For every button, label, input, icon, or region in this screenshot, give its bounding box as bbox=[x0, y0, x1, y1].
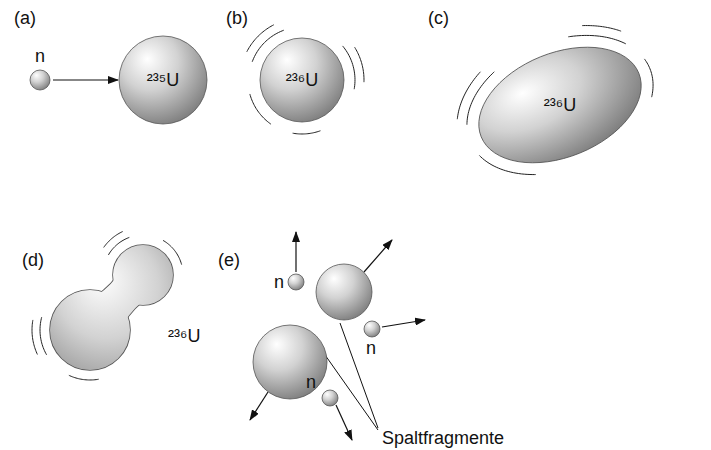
neutron-ball bbox=[322, 390, 338, 406]
neutron-ball bbox=[288, 274, 304, 290]
vibration-arc bbox=[69, 375, 99, 380]
motion-arrow bbox=[250, 392, 268, 420]
motion-arrow bbox=[364, 240, 392, 272]
leader-line bbox=[340, 323, 378, 428]
nucleus-label: ²³⁶U bbox=[286, 70, 318, 90]
panel-label: (b) bbox=[226, 8, 248, 28]
excited-nucleus: ²³⁶U bbox=[259, 37, 345, 123]
fission-fragment bbox=[316, 264, 372, 320]
neutron: n bbox=[28, 46, 52, 92]
panel-label: (e) bbox=[218, 250, 240, 270]
nucleus-label: n bbox=[35, 46, 45, 66]
motion-arrow bbox=[295, 232, 296, 272]
fragment-label: Spaltfragmente bbox=[382, 428, 504, 448]
necking-nucleus: ²³⁶U bbox=[45, 238, 225, 378]
uranium-nucleus: ²³⁵U bbox=[118, 35, 208, 125]
vibration-arc bbox=[40, 317, 47, 355]
vibration-arc bbox=[568, 35, 626, 43]
neutron-label: n bbox=[366, 338, 376, 358]
nucleus-label: ²³⁶U bbox=[168, 326, 200, 346]
panel-label: (a) bbox=[14, 8, 36, 28]
motion-arrow bbox=[336, 405, 352, 440]
nucleus-shape bbox=[45, 238, 225, 378]
vibration-arc bbox=[644, 59, 653, 97]
vibration-arc bbox=[247, 25, 274, 52]
neutron-label: n bbox=[274, 272, 284, 292]
neutron-ball bbox=[364, 321, 380, 337]
vibration-arc bbox=[32, 320, 37, 355]
deformed-nucleus: ²³⁶U bbox=[470, 48, 650, 162]
vibration-arc bbox=[355, 47, 364, 82]
vibration-arc bbox=[582, 26, 621, 32]
vibration-arc bbox=[343, 46, 355, 89]
neutron-label: n bbox=[306, 372, 316, 392]
nucleus-label: ²³⁵U bbox=[147, 70, 179, 90]
incident-neutron-arrow bbox=[53, 79, 118, 80]
panel-label: (d) bbox=[22, 250, 44, 270]
vibration-arc bbox=[457, 72, 480, 119]
nucleus-label: ²³⁶U bbox=[544, 95, 576, 115]
fission-fragment bbox=[253, 325, 327, 399]
panel-label: (c) bbox=[428, 8, 449, 28]
vibration-arc bbox=[293, 131, 321, 134]
vibration-arc bbox=[104, 231, 123, 247]
motion-arrow bbox=[382, 320, 425, 327]
